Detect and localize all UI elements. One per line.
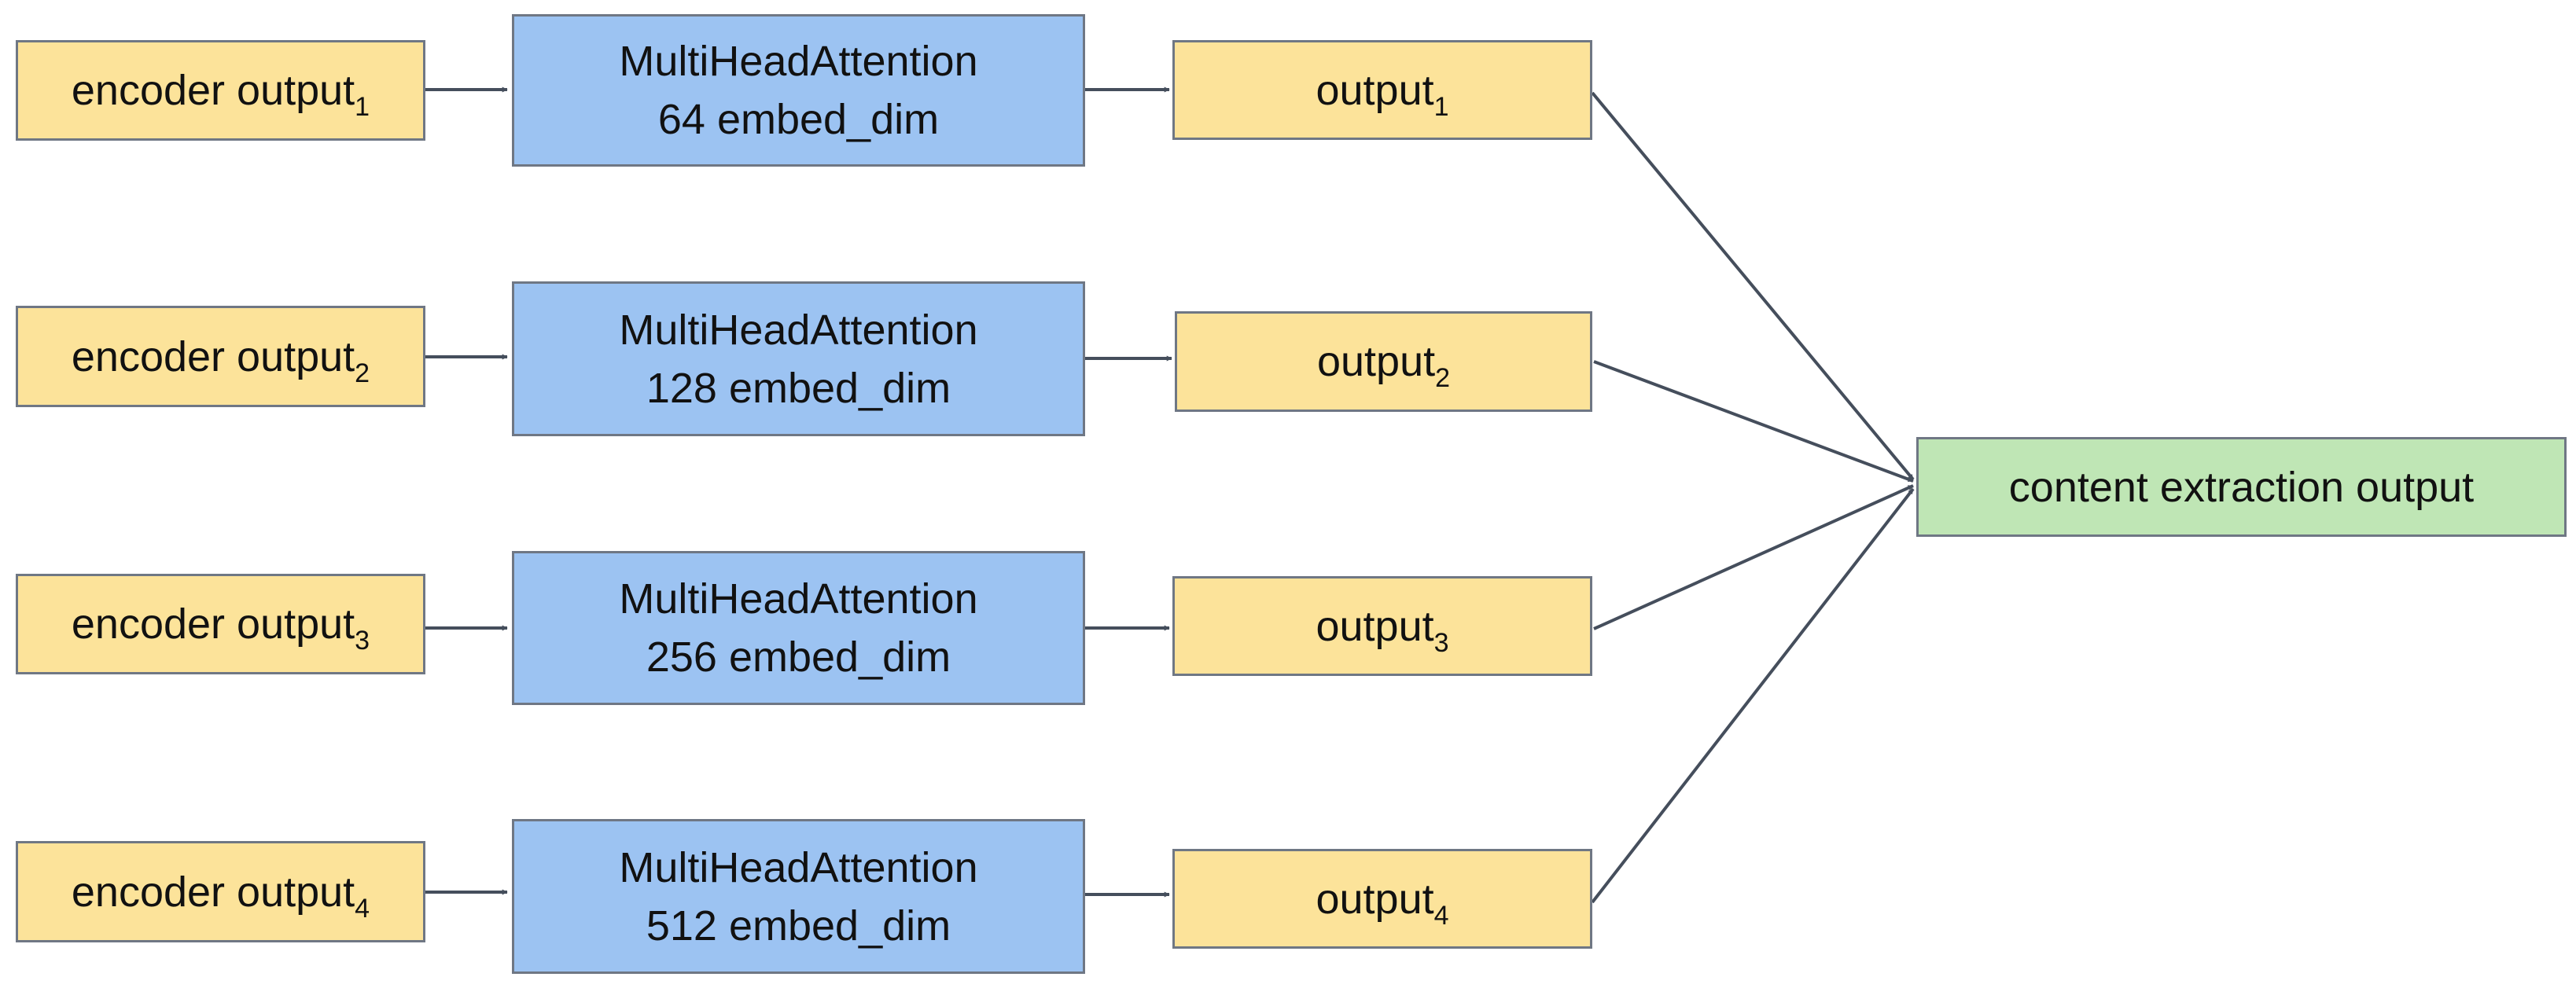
- multihead-attention-box: MultiHeadAttention 128 embed_dim: [512, 281, 1085, 436]
- output-box: output4: [1172, 849, 1592, 949]
- arrow-output-2-to-final: [1593, 360, 1914, 483]
- attention-title: MultiHeadAttention: [619, 306, 978, 354]
- encoder-output-label: encoder output4: [71, 868, 370, 924]
- output-label: output1: [1316, 66, 1449, 122]
- arrow-output-4-to-final: [1591, 487, 1915, 904]
- encoder-output-box: encoder output3: [16, 574, 425, 674]
- attention-embed-dim: 64 embed_dim: [657, 96, 940, 143]
- output-box: output3: [1172, 576, 1592, 676]
- output-box: output2: [1175, 311, 1592, 412]
- attention-title: MultiHeadAttention: [619, 575, 978, 623]
- encoder-output-label: encoder output1: [71, 67, 370, 122]
- output-label: output4: [1316, 875, 1449, 931]
- arrow-output-1-to-final: [1591, 91, 1915, 481]
- encoder-output-box: encoder output4: [16, 841, 425, 942]
- attention-embed-dim: 512 embed_dim: [646, 902, 951, 949]
- attention-embed-dim: 256 embed_dim: [646, 634, 951, 681]
- output-label: output3: [1316, 602, 1449, 658]
- attention-title: MultiHeadAttention: [619, 38, 978, 85]
- attention-embed-dim: 128 embed_dim: [646, 364, 951, 412]
- output-box: output1: [1172, 40, 1592, 140]
- multihead-attention-box: MultiHeadAttention 512 embed_dim: [512, 819, 1085, 974]
- encoder-output-box: encoder output2: [16, 306, 425, 407]
- content-extraction-output-label: content extraction output: [2008, 463, 2475, 511]
- content-extraction-output-box: content extraction output: [1916, 437, 2567, 537]
- encoder-output-label: encoder output2: [71, 332, 370, 388]
- multihead-attention-box: MultiHeadAttention 256 embed_dim: [512, 551, 1085, 705]
- attention-title: MultiHeadAttention: [619, 843, 978, 891]
- encoder-output-box: encoder output1: [16, 40, 425, 141]
- arrow-output-3-to-final: [1593, 484, 1914, 630]
- encoder-output-label: encoder output3: [71, 601, 370, 656]
- output-label: output2: [1316, 338, 1451, 393]
- multihead-attention-box: MultiHeadAttention 64 embed_dim: [512, 14, 1085, 167]
